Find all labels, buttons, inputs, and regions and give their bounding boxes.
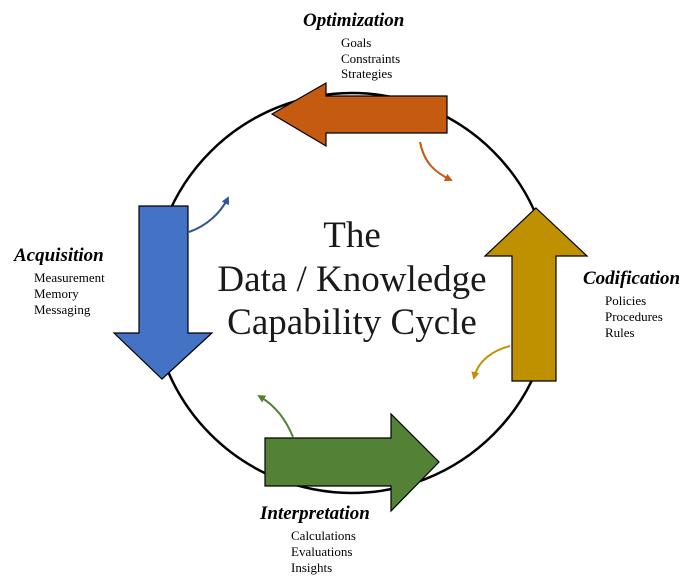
optimization-item: Goals [341,35,371,50]
codification-item: Procedures [605,309,663,324]
interpretation-item: Evaluations [291,544,352,559]
optimization-curl-arrow [419,141,453,182]
codification-item: Policies [605,293,646,308]
center-title-line-1: The [323,215,381,256]
acquisition-curl-arrow [188,196,229,233]
interpretation-curl-arrow [257,394,294,438]
optimization-item: Constraints [341,51,400,66]
optimization-title: Optimization [303,10,404,31]
optimization-item: Strategies [341,66,392,81]
acquisition-arrow [112,205,214,380]
codification-curl-arrow [471,345,511,380]
interpretation-arrow [264,412,440,513]
center-title-line-3: Capability Cycle [227,302,477,343]
interpretation-title: Interpretation [259,503,370,524]
interpretation-item: Calculations [291,528,356,543]
acquisition-title: Acquisition [13,245,104,266]
acquisition-item: Messaging [34,302,91,317]
interpretation-item: Insights [291,560,332,575]
center-title-line-2: Data / Knowledge [217,259,486,300]
codification-arrow [483,207,589,382]
acquisition-item: Memory [34,286,79,301]
acquisition-item: Measurement [34,270,105,285]
optimization-arrow [270,81,448,148]
codification-item: Rules [605,325,635,340]
codification-title: Codification [583,268,680,289]
